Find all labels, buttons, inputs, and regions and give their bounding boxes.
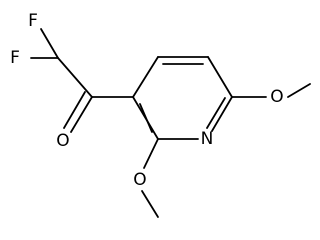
atom-fluorine-left: F (10, 48, 20, 68)
bond-c-f-top (40, 28, 59, 59)
bond-carbonyl-double-2 (63, 91, 86, 129)
atom-labels: F F O N O O (10, 11, 284, 190)
bond-ring-c5-c6 (207, 56, 233, 98)
atom-methoxy-oxygen-right: O (270, 87, 283, 107)
atom-methoxy-oxygen-bottom: O (133, 170, 146, 190)
structure-diagram: F F O N O O (10, 11, 311, 218)
bond-c2-o-bottom (143, 138, 159, 169)
bond-chf2-carbonyl (57, 57, 93, 98)
atom-ring-nitrogen: N (201, 129, 214, 149)
bond-o-methyl-right (287, 83, 311, 98)
bonds (30, 28, 311, 218)
bond-o-methyl-bottom (141, 190, 159, 218)
atom-fluorine-top: F (28, 11, 38, 31)
bond-ring-c2-c3-inner (139, 103, 153, 133)
bond-ring-c3-c4 (132, 56, 159, 98)
bond-ring-c6-n-inner (206, 97, 226, 129)
bond-ring-c6-n (211, 96, 233, 132)
bond-carbonyl-double-1 (70, 96, 93, 133)
atom-carbonyl-oxygen: O (56, 131, 69, 151)
